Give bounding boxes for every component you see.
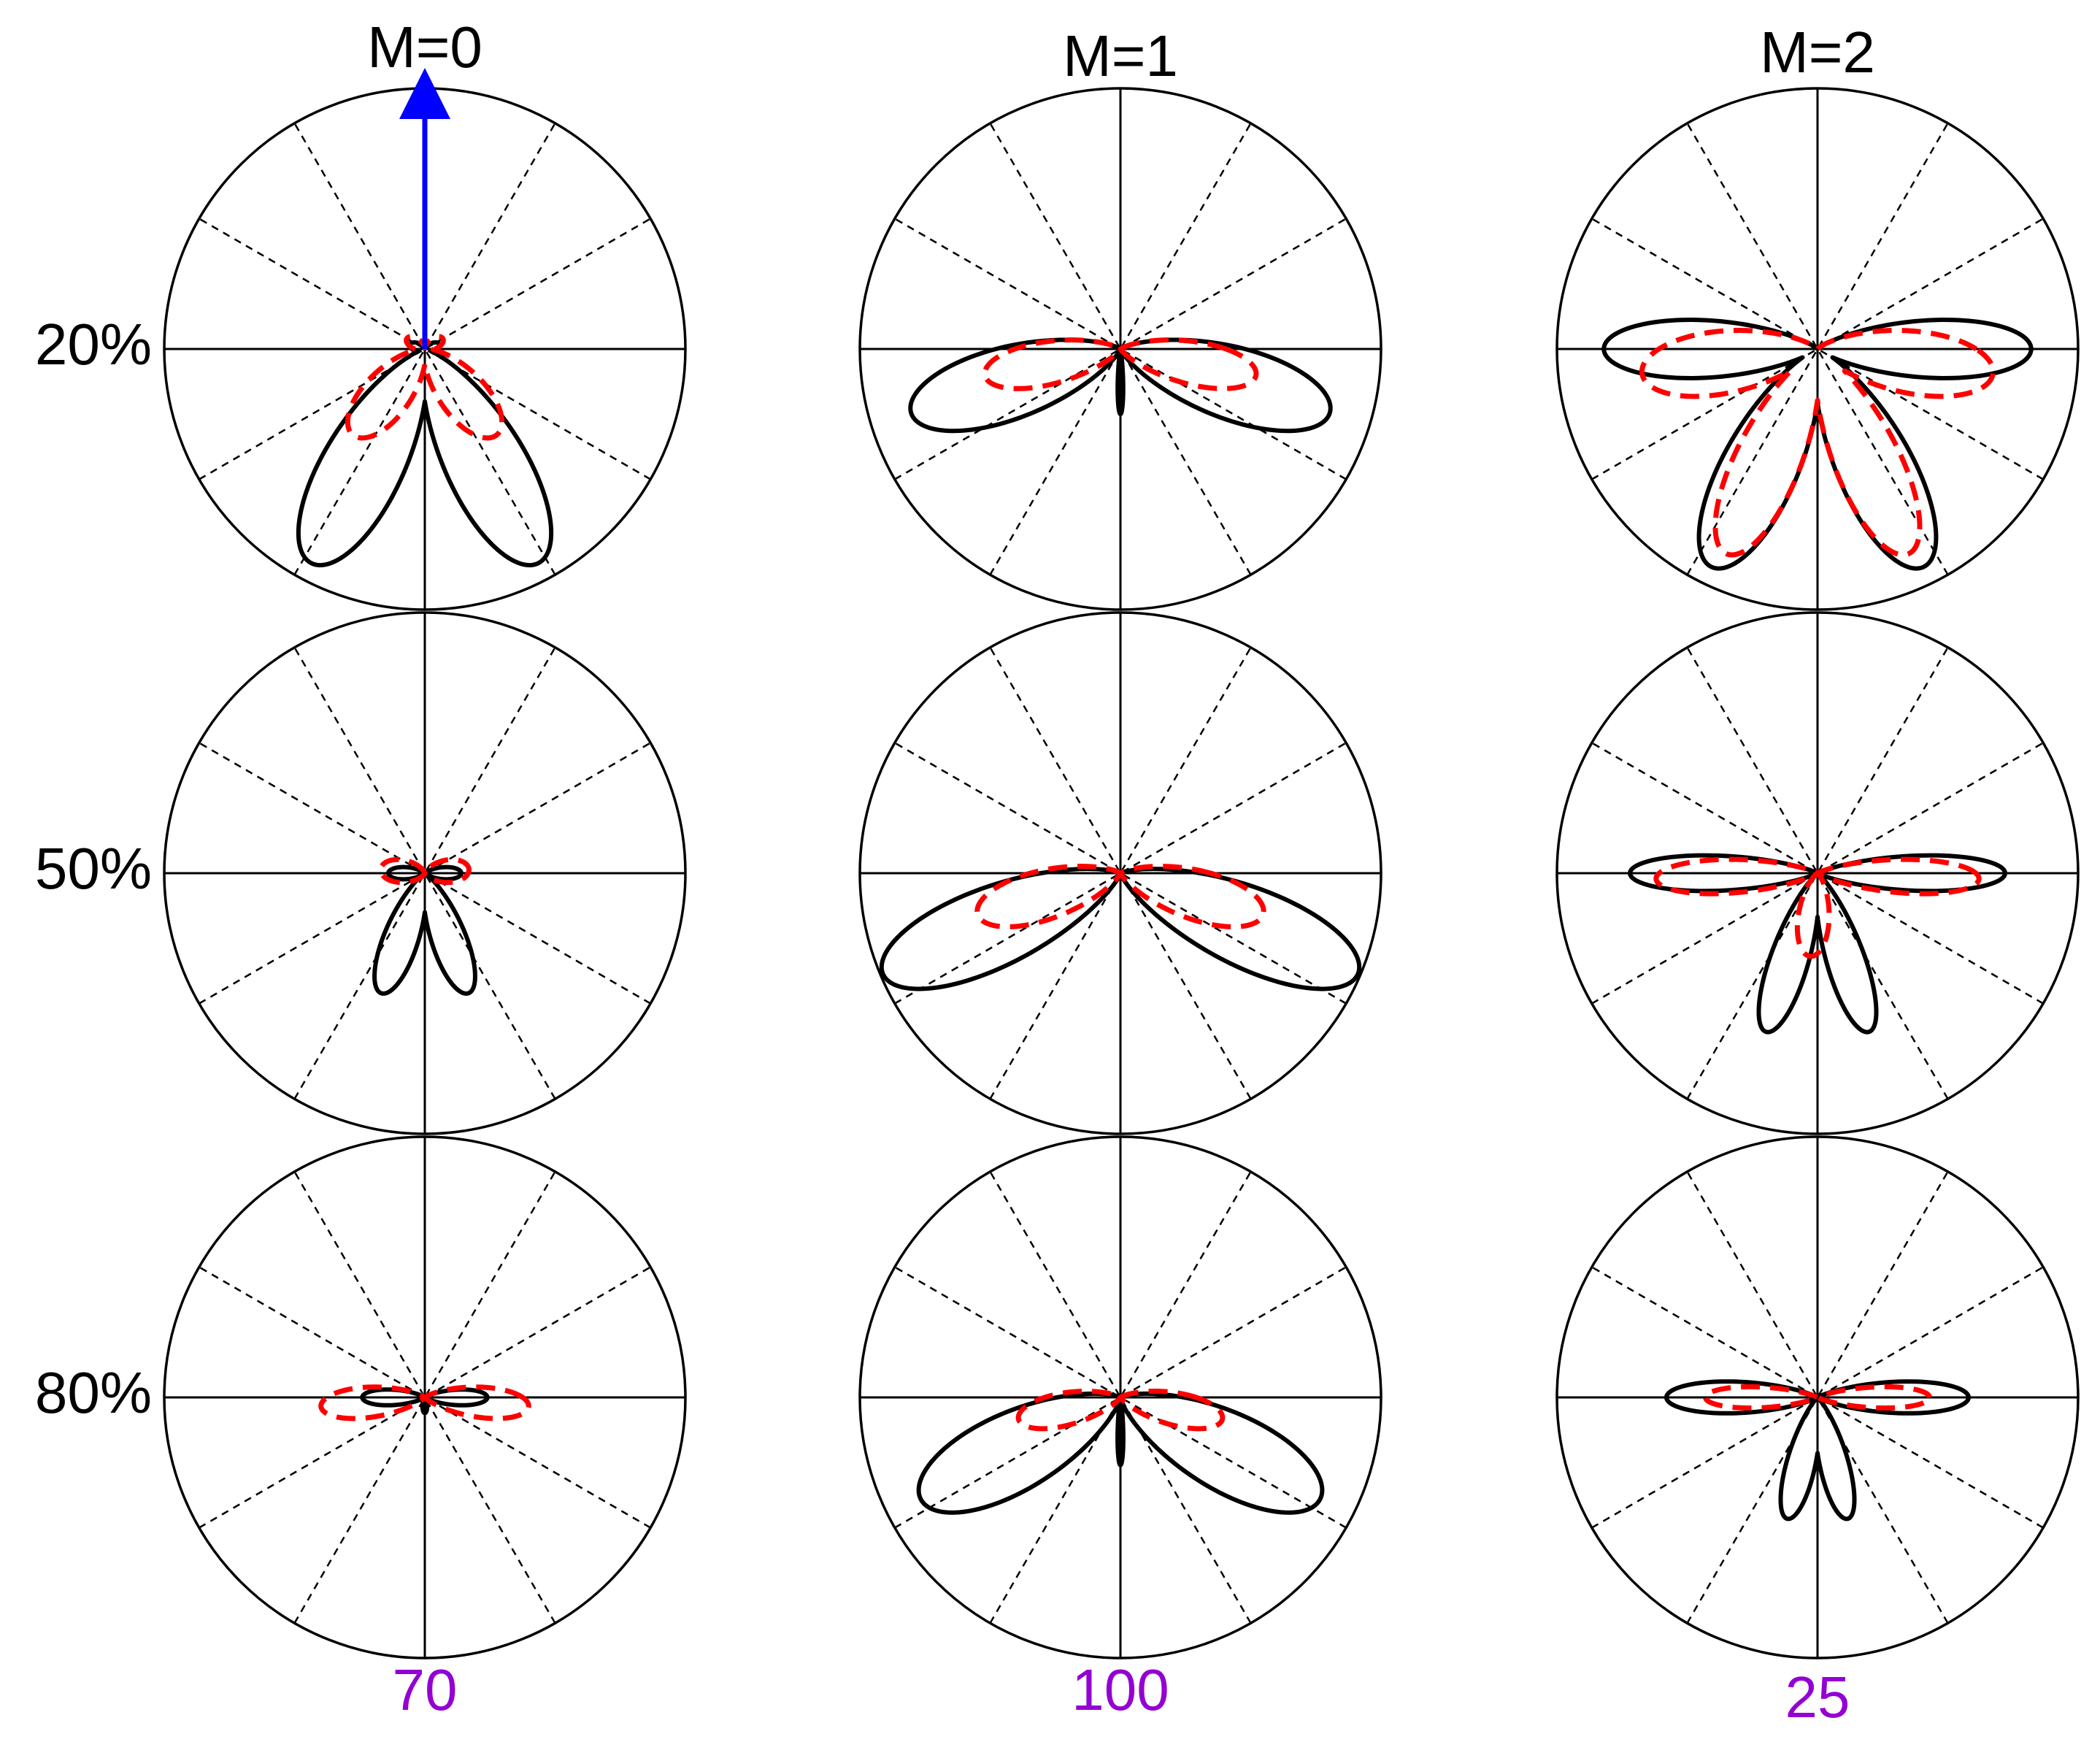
column-title-m2: M=2 bbox=[1760, 20, 1875, 85]
dashed-grid-line bbox=[989, 647, 1252, 1100]
row-label-80: 80% bbox=[35, 1360, 152, 1425]
polar-panels bbox=[163, 68, 2080, 1659]
dashed-series-curve bbox=[1653, 856, 1982, 959]
dashed-grid-line bbox=[1591, 742, 2044, 1005]
scale-label-m0: 70 bbox=[393, 1657, 458, 1722]
dashed-grid-line bbox=[894, 1266, 1347, 1529]
outer-circle bbox=[858, 611, 1382, 1135]
row-label-20: 20% bbox=[35, 312, 152, 377]
dashed-series-curve bbox=[1639, 328, 1996, 558]
outer-circle bbox=[163, 1135, 687, 1659]
row-label-50: 50% bbox=[35, 836, 152, 901]
dashed-grid-line bbox=[1591, 218, 2044, 480]
outer-circle bbox=[1555, 87, 2080, 611]
dashed-grid-line bbox=[989, 647, 1252, 1100]
outer-circle bbox=[858, 1135, 1382, 1659]
dashed-grid-line bbox=[1686, 647, 1949, 1100]
dashed-grid-line bbox=[1591, 1266, 2044, 1529]
dashed-grid-line bbox=[199, 1266, 651, 1529]
dashed-grid-line bbox=[894, 218, 1347, 480]
scale-label-m1: 100 bbox=[1072, 1657, 1169, 1722]
polar-panel-r1-c0 bbox=[163, 611, 687, 1135]
scale-label-m2: 25 bbox=[1785, 1665, 1850, 1730]
dashed-grid-line bbox=[293, 1171, 556, 1624]
dashed-grid-line bbox=[989, 1171, 1252, 1624]
dashed-grid-line bbox=[293, 123, 556, 575]
dashed-grid-line bbox=[1686, 123, 1949, 575]
dashed-series-curve bbox=[1015, 1389, 1226, 1432]
dashed-grid-line bbox=[1591, 742, 2044, 1005]
dashed-grid-line bbox=[293, 1171, 556, 1624]
dashed-grid-line bbox=[1686, 1171, 1949, 1624]
dashed-grid-line bbox=[894, 1266, 1347, 1529]
outer-circle bbox=[1555, 611, 2080, 1135]
dashed-grid-line bbox=[293, 647, 556, 1100]
dashed-grid-line bbox=[1686, 647, 1949, 1100]
dashed-grid-line bbox=[989, 123, 1252, 575]
polar-panel-r0-c2 bbox=[1555, 87, 2080, 611]
dashed-grid-line bbox=[1591, 218, 2044, 480]
outer-circle bbox=[858, 87, 1382, 611]
outer-circle bbox=[163, 611, 687, 1135]
column-title-m1: M=1 bbox=[1063, 23, 1178, 88]
polar-panel-r2-c0 bbox=[163, 1135, 687, 1659]
dashed-series-curve bbox=[982, 337, 1259, 391]
column-title-m0: M=0 bbox=[367, 15, 482, 80]
polar-panel-r1-c1 bbox=[858, 611, 1382, 1135]
dashed-grid-line bbox=[894, 218, 1347, 480]
dashed-series-curve bbox=[345, 334, 505, 441]
dashed-grid-line bbox=[1686, 123, 1949, 575]
dashed-grid-line bbox=[894, 742, 1347, 1005]
dashed-grid-line bbox=[199, 218, 651, 480]
dashed-grid-line bbox=[989, 1171, 1252, 1624]
polar-panel-r0-c1 bbox=[858, 87, 1382, 611]
dashed-grid-line bbox=[989, 123, 1252, 575]
dashed-grid-line bbox=[199, 1266, 651, 1529]
dashed-series-curve bbox=[378, 856, 472, 886]
dashed-series-curve bbox=[318, 1384, 531, 1421]
polar-panel-r1-c2 bbox=[1555, 611, 2080, 1135]
dashed-grid-line bbox=[199, 218, 651, 480]
dashed-series-curve bbox=[974, 864, 1266, 929]
polar-panel-r2-c1 bbox=[858, 1135, 1382, 1659]
dashed-grid-line bbox=[293, 647, 556, 1100]
dashed-grid-line bbox=[199, 742, 651, 1005]
dashed-grid-line bbox=[1686, 1171, 1949, 1624]
outer-circle bbox=[1555, 1135, 2080, 1659]
dashed-grid-line bbox=[1591, 1266, 2044, 1529]
dashed-series-curve bbox=[1702, 1384, 1933, 1411]
dashed-grid-line bbox=[894, 742, 1347, 1005]
dashed-grid-line bbox=[199, 742, 651, 1005]
dashed-grid-line bbox=[293, 123, 556, 575]
polar-panel-r2-c2 bbox=[1555, 1135, 2080, 1659]
